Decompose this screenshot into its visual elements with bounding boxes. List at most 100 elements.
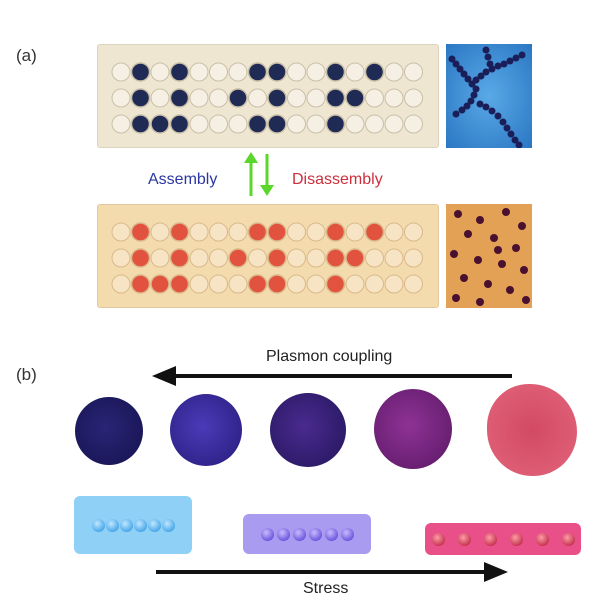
nanoparticle-ball (133, 518, 147, 532)
stress-label: Stress (303, 580, 349, 597)
assembled-filled-well (325, 62, 346, 82)
nanoparticle-ball (483, 532, 497, 546)
assembly-disassembly-arrows (244, 152, 274, 196)
assembled-filled-well (150, 114, 170, 134)
disassembled-empty-well (287, 248, 306, 268)
disassembled-empty-well (365, 274, 384, 294)
stress-arrow (156, 562, 508, 582)
assembled-wells-graphic (111, 62, 423, 134)
assembled-empty-well (228, 114, 248, 134)
assembled-empty-well (150, 88, 170, 108)
disassembled-filled-well (325, 222, 346, 242)
disassembled-wells-graphic (111, 222, 423, 294)
disassembled-filled-well (228, 248, 248, 268)
assembled-empty-well (209, 88, 228, 108)
nanoparticle-ball (340, 527, 354, 541)
assembled-empty-well (150, 62, 170, 82)
disassembled-empty-well (189, 248, 209, 268)
chain-medium-spacing (243, 514, 371, 554)
nanoparticle-ball (457, 532, 471, 546)
disassembled-empty-well (306, 274, 326, 294)
disassembled-filled-well (169, 248, 190, 268)
disassembled-empty-well (404, 248, 423, 268)
assembled-filled-well (267, 88, 287, 108)
disassembled-filled-well (150, 274, 170, 294)
assembled-filled-well (247, 114, 268, 134)
disassembled-filled-well (169, 274, 190, 294)
film-disk-4 (374, 389, 452, 469)
assembled-filled-well (325, 88, 346, 108)
assembled-empty-well (306, 114, 326, 134)
disassembled-empty-well (150, 248, 170, 268)
assembled-filled-well (130, 114, 151, 134)
disassembled-filled-well (247, 274, 268, 294)
assembled-empty-well (189, 88, 209, 108)
film-disk-1 (75, 397, 143, 465)
assembled-empty-well (404, 88, 423, 108)
nanoparticle-ball (324, 527, 338, 541)
assembled-empty-well (384, 62, 404, 82)
assembled-filled-well (228, 88, 248, 108)
nanoparticle-ball (105, 518, 119, 532)
assembled-filled-well (247, 62, 268, 82)
assembled-empty-well (404, 62, 423, 82)
disassembled-filled-well (247, 222, 268, 242)
disassembled-empty-well (189, 274, 209, 294)
assembled-empty-well (287, 62, 306, 82)
disassembled-filled-well (364, 222, 385, 242)
assembled-empty-well (248, 88, 267, 108)
assembled-filled-well (169, 62, 190, 82)
disassembled-empty-well (189, 222, 209, 242)
assembled-particles-micrograph (446, 44, 532, 148)
nanoparticle-ball (561, 532, 575, 546)
assembled-empty-well (306, 62, 326, 82)
nanoparticle-ball (292, 527, 306, 541)
disassembled-empty-well (111, 222, 131, 242)
disassembled-empty-well (287, 274, 306, 294)
disassembled-filled-well (267, 248, 287, 268)
disassembled-well-plate (97, 204, 439, 308)
disassembled-empty-well (111, 274, 131, 294)
panel-b-label: (b) (16, 365, 37, 384)
assembled-empty-well (404, 114, 423, 134)
assembled-empty-well (345, 114, 365, 134)
disassembled-empty-well (287, 222, 306, 242)
disassembled-filled-well (169, 222, 190, 242)
disassembled-filled-well (345, 248, 365, 268)
plasmon-coupling-arrow (152, 366, 512, 386)
disassembled-empty-well (404, 222, 423, 242)
disassembled-filled-well (267, 274, 287, 294)
disassembled-empty-well (384, 222, 404, 242)
nanoparticle-ball (147, 518, 161, 532)
film-disk-3 (270, 393, 346, 467)
dispersed-particles-micrograph (446, 204, 532, 308)
film-disk-5 (487, 384, 577, 476)
assembled-filled-well (325, 114, 346, 134)
nanoparticle-ball (431, 532, 445, 546)
assembled-empty-well (189, 62, 209, 82)
assembled-empty-well (306, 88, 326, 108)
panel-a-label: (a) (16, 46, 37, 65)
disassembled-empty-well (384, 274, 404, 294)
assembled-filled-well (169, 114, 190, 134)
disassembled-filled-well (130, 274, 151, 294)
assembled-filled-well (130, 62, 151, 82)
disassembled-empty-well (345, 274, 365, 294)
assembled-empty-well (287, 114, 306, 134)
disassembled-empty-well (384, 248, 404, 268)
disassembled-filled-well (325, 274, 346, 294)
assembled-empty-well (189, 114, 209, 134)
disassembled-empty-well (248, 248, 267, 268)
nanoparticle-ball (260, 527, 274, 541)
disassembled-empty-well (209, 222, 228, 242)
dispersed-particle-image (446, 204, 532, 308)
assembled-empty-well (111, 88, 131, 108)
assembled-filled-well (267, 114, 287, 134)
disassembled-empty-well (306, 222, 326, 242)
assembled-filled-well (169, 88, 190, 108)
disassembled-empty-well (306, 248, 326, 268)
nanoparticle-ball (308, 527, 322, 541)
assembled-well-plate (97, 44, 439, 148)
chain-close-spacing (74, 496, 192, 554)
assembled-empty-well (228, 62, 248, 82)
